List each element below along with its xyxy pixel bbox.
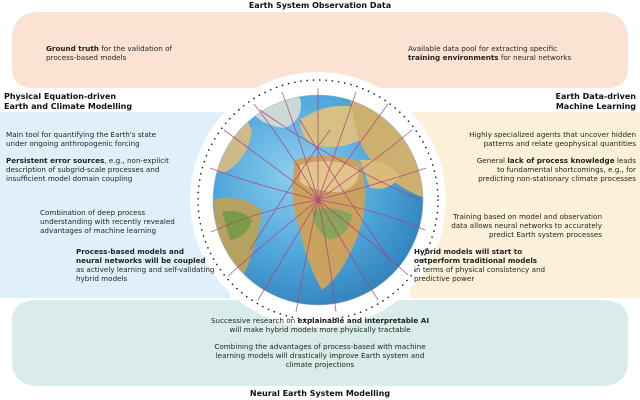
heading-neural-esm: Neural Earth System Modelling: [249, 389, 391, 398]
right-paragraph-1: Highly specialized agents that uncover h…: [420, 130, 636, 148]
right-p3-line2: data allows neural networks to accuratel…: [451, 221, 602, 230]
left-p4-bold1: Process-based models and: [76, 247, 185, 256]
left-paragraph-1: Main tool for quantifying the Earth's st…: [6, 130, 221, 148]
left-p3-line1: Combination of deep process: [40, 208, 146, 217]
heading-physical-line1: Physical Equation-driven: [4, 92, 117, 101]
bottom-p1-pre: Successive research on: [210, 316, 298, 325]
right-p3-line3: predict Earth system processes: [488, 230, 602, 239]
top-left-text: Ground truth for the validation of proce…: [46, 44, 226, 62]
persistent-error-bold: Persistent error sources: [6, 156, 105, 165]
right-paragraph-2: General lack of process knowledge leads …: [420, 156, 636, 183]
right-p4-bold2: outperform traditional models: [414, 256, 538, 265]
right-p4-line4: predictive power: [414, 274, 475, 283]
right-band: [410, 112, 640, 298]
left-p1-line2: under ongoing anthropogenic forcing: [6, 139, 140, 148]
heading-ml-line1: Earth Data-driven: [555, 92, 636, 101]
right-p2-line3: predicting non-stationary climate proces…: [478, 174, 636, 183]
heading-physical-line2: Earth and Climate Modelling: [4, 102, 133, 111]
heading-ml-line2: Machine Learning: [555, 102, 636, 111]
right-p2-pre: General: [476, 156, 508, 165]
right-paragraph-4: Hybrid models will start to outperform t…: [414, 247, 584, 283]
left-paragraph-4: Process-based models and neural networks…: [76, 247, 226, 283]
left-p2-line2: description of subgrid-scale processes a…: [6, 165, 160, 174]
bottom-band: [12, 300, 628, 386]
left-p2-line3: insufficient model domain coupling: [6, 174, 133, 183]
bottom-paragraph-1: Successive research on explainable and i…: [160, 316, 480, 334]
training-environments-bold: training environments: [408, 53, 499, 62]
dotted-ring: [197, 79, 439, 321]
heading-physical-modelling: Physical Equation-driven Earth and Clima…: [4, 92, 204, 112]
explainable-ai-bold: explainable and interpretable AI: [297, 316, 430, 325]
left-paragraph-2: Persistent error sources, e.g., non-expl…: [6, 156, 221, 183]
top-right-text: Available data pool for extracting speci…: [408, 44, 598, 62]
bottom-paragraph-2: Combining the advantages of process-base…: [160, 342, 480, 369]
top-band: [12, 12, 628, 88]
ground-truth-bold: Ground truth: [46, 44, 99, 53]
right-p1-line1: Highly specialized agents that uncover h…: [469, 130, 636, 139]
bottom-p2-line1: Combining the advantages of process-base…: [214, 342, 426, 351]
left-p4-line4: hybrid models: [76, 274, 128, 283]
left-p4-line3: as actively learning and self-validating: [76, 265, 215, 274]
left-p4-bold2: neural networks will be coupled: [76, 256, 206, 265]
right-p4-line3: in terms of physical consistency and: [414, 265, 546, 274]
left-p3-line2: understanding with recently revealed: [40, 217, 175, 226]
right-p2-line2: to fundamental shortcomings, e.g., for: [497, 165, 636, 174]
bottom-p1-line2: will make hybrid models more physically …: [229, 325, 411, 334]
left-p1-line1: Main tool for quantifying the Earth's st…: [6, 130, 157, 139]
bottom-p2-line2: learning models will drastically improve…: [215, 351, 425, 360]
right-p1-line2: patterns and relate geophysical quantiti…: [483, 139, 636, 148]
right-p4-bold1: Hybrid models will start to: [414, 247, 523, 256]
bottom-p2-line3: climate projections: [285, 360, 355, 369]
left-paragraph-3: Combination of deep process understandin…: [40, 208, 225, 235]
right-paragraph-3: Training based on model and observation …: [410, 212, 602, 239]
right-p2-rest: leads: [614, 156, 636, 165]
lack-of-knowledge-bold: lack of process knowledge: [507, 156, 615, 165]
right-p3-line1: Training based on model and observation: [453, 212, 602, 221]
training-environments-rest: for neural networks: [498, 53, 572, 62]
connection-lines: [209, 88, 427, 313]
left-p3-line3: advantages of machine learning: [40, 226, 157, 235]
heading-observation-data: Earth System Observation Data: [248, 1, 392, 10]
persistent-error-rest: , e.g., non-explicit: [104, 156, 169, 165]
training-data-line1: Available data pool for extracting speci…: [408, 44, 558, 53]
ground-truth-rest: for the validation of: [98, 44, 173, 53]
heading-machine-learning: Earth Data-driven Machine Learning: [436, 92, 636, 112]
ground-truth-line2: process-based models: [46, 53, 127, 62]
